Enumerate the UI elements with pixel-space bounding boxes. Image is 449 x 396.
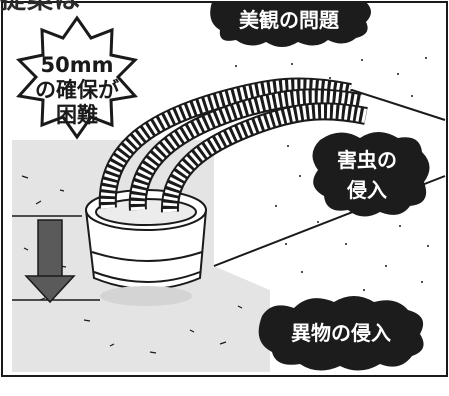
pests-cloud-shape [312,132,430,217]
top-cloud-shape [210,2,371,47]
burst-badge-text: 50mm の確保が 困難 [35,52,119,127]
foreign-callout-text: 異物の侵入 [291,321,391,345]
pests-callout-text: 害虫の 侵入 [337,148,397,202]
foreign-cloud-shape [258,296,424,371]
burst-badge-shape [15,15,139,140]
corrugated-pipes [98,77,368,213]
down-arrow-icon [24,219,76,304]
partial-heading: 提案は [0,0,82,15]
top-callout-text: 美観の問題 [239,8,339,32]
